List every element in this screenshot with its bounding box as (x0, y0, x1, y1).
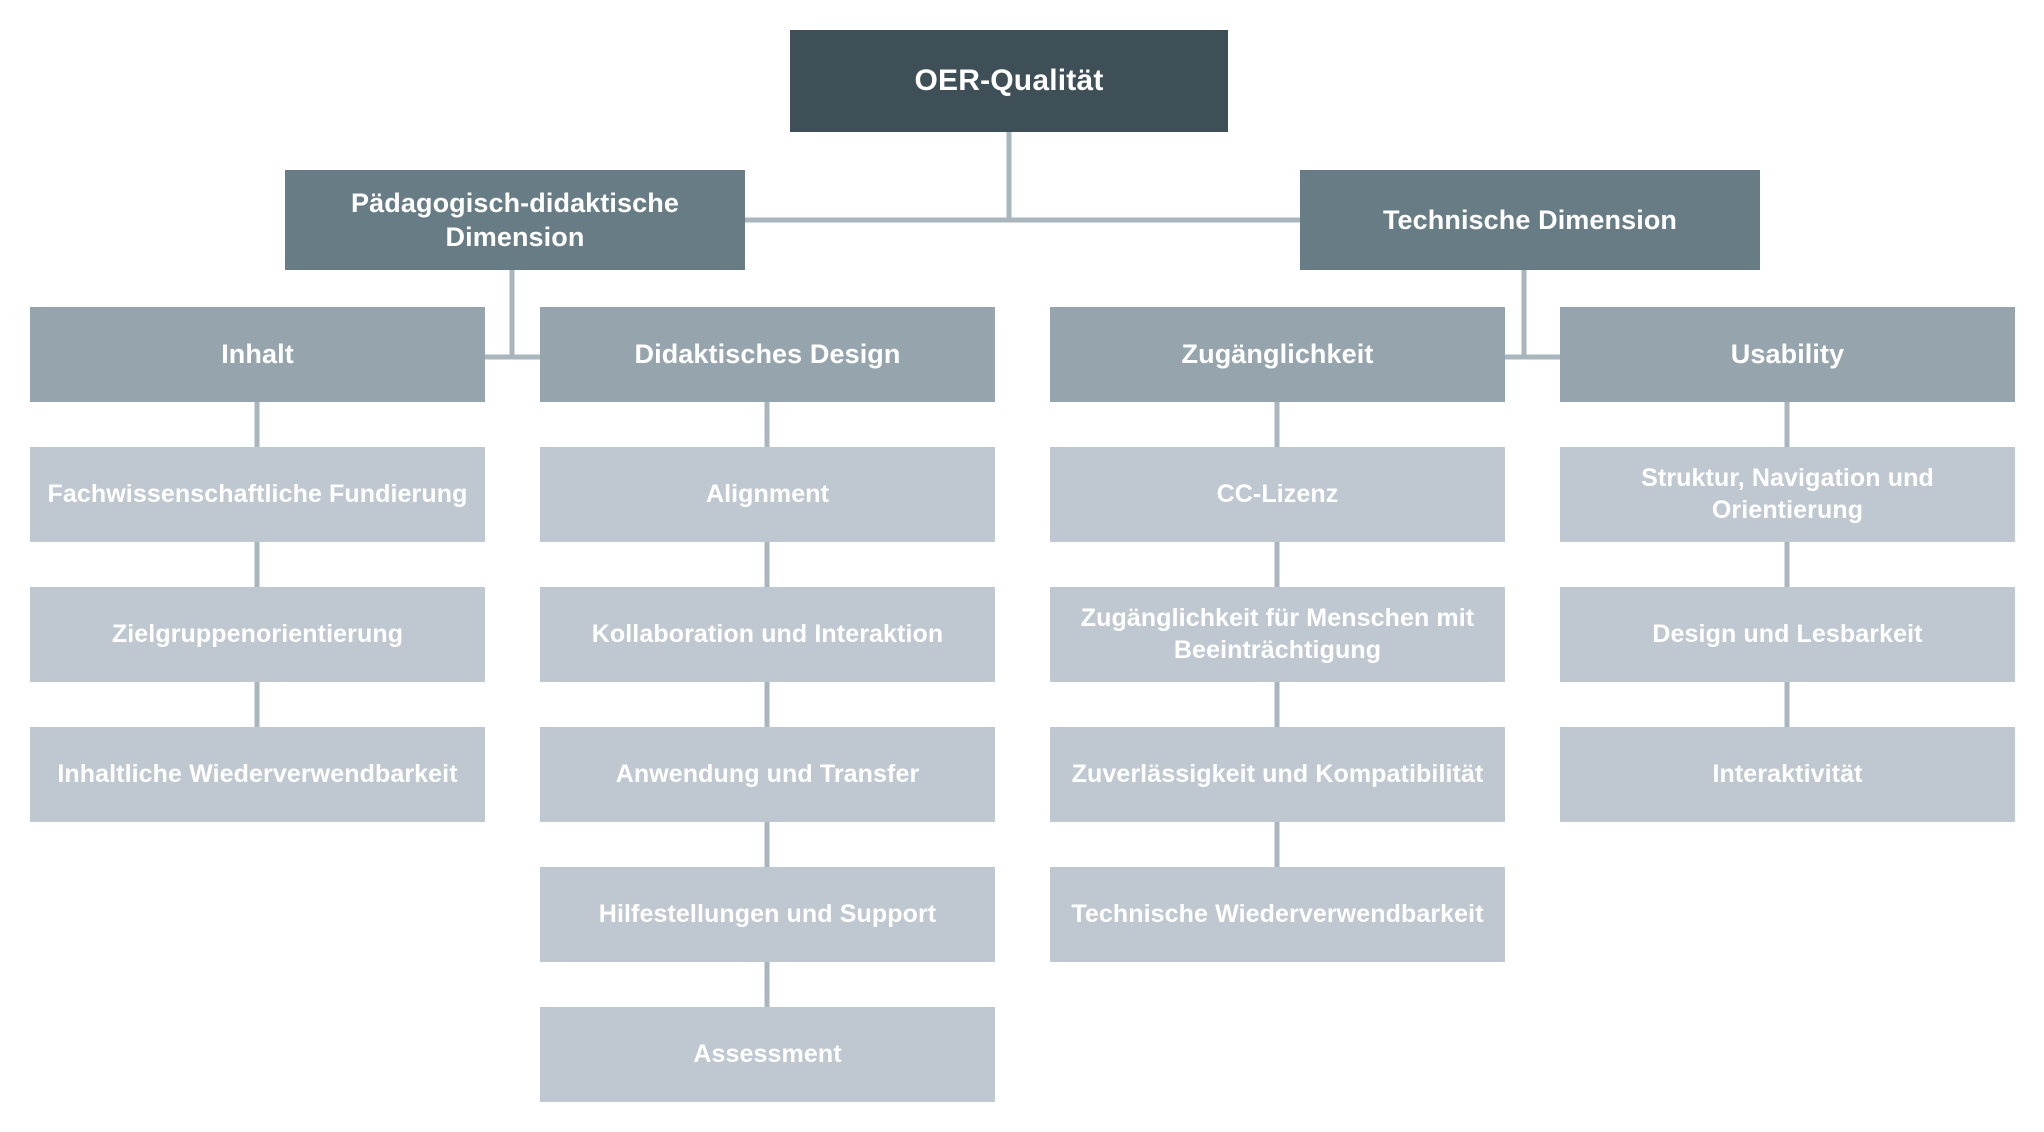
node-label: Inhaltliche Wiederverwendbarkeit (57, 759, 458, 788)
node-zuverlaessigkeit-und-kompatibilitaet[interactable]: Zuverlässigkeit und Kompatibilität (1050, 727, 1505, 822)
node-alignment[interactable]: Alignment (540, 447, 995, 542)
node-assessment[interactable]: Assessment (540, 1007, 995, 1102)
node-hilfestellungen-und-support[interactable]: Hilfestellungen und Support (540, 867, 995, 962)
node-label: OER-Qualität (914, 64, 1104, 98)
node-label: Interaktivität (1712, 759, 1863, 788)
node-label: Technische Dimension (1382, 204, 1678, 235)
node-label: Hilfestellungen und Support (598, 899, 937, 928)
node-zugaenglichkeit[interactable]: Zugänglichkeit (1050, 307, 1505, 402)
node-label: Inhalt (221, 339, 294, 370)
node-didaktisches-design[interactable]: Didaktisches Design (540, 307, 995, 402)
node-label: Alignment (705, 479, 830, 508)
node-label: Pädagogisch-didaktische Dimension (351, 187, 679, 252)
node-label: Technische Wiederverwendbarkeit (1071, 899, 1484, 928)
node-anwendung-und-transfer[interactable]: Anwendung und Transfer (540, 727, 995, 822)
node-technische-dimension[interactable]: Technische Dimension (1300, 170, 1760, 270)
node-label: Design und Lesbarkeit (1652, 619, 1923, 648)
node-design-und-lesbarkeit[interactable]: Design und Lesbarkeit (1560, 587, 2015, 682)
node-fachwissenschaftliche-fundierung[interactable]: Fachwissenschaftliche Fundierung (30, 447, 485, 542)
node-label: CC-Lizenz (1216, 479, 1339, 508)
node-label: Assessment (693, 1039, 842, 1068)
node-inhalt[interactable]: Inhalt (30, 307, 485, 402)
node-label: Anwendung und Transfer (615, 759, 920, 788)
node-zielgruppenorientierung[interactable]: Zielgruppenorientierung (30, 587, 485, 682)
node-usability[interactable]: Usability (1560, 307, 2015, 402)
node-label: Kollaboration und Interaktion (591, 619, 944, 648)
node-label: Struktur, Navigation und Orientierung (1641, 464, 1934, 524)
node-cc-lizenz[interactable]: CC-Lizenz (1050, 447, 1505, 542)
node-struktur-navigation-und-orientierung[interactable]: Struktur, Navigation und Orientierung (1560, 447, 2015, 542)
node-label: Zugänglichkeit für Menschen mit Beeinträ… (1080, 604, 1475, 664)
node-label: Zielgruppenorientierung (111, 619, 404, 648)
node-label: Fachwissenschaftliche Fundierung (47, 479, 468, 508)
node-label: Didaktisches Design (634, 339, 901, 370)
node-label: Zugänglichkeit (1181, 339, 1374, 370)
node-paedagogisch-didaktische-dimension[interactable]: Pädagogisch-didaktische Dimension (285, 170, 745, 270)
node-oer-qualitaet[interactable]: OER-Qualität (790, 30, 1228, 132)
node-technische-wiederverwendbarkeit[interactable]: Technische Wiederverwendbarkeit (1050, 867, 1505, 962)
node-kollaboration-und-interaktion[interactable]: Kollaboration und Interaktion (540, 587, 995, 682)
node-inhaltliche-wiederverwendbarkeit[interactable]: Inhaltliche Wiederverwendbarkeit (30, 727, 485, 822)
node-label: Usability (1730, 339, 1845, 370)
node-interaktivitaet[interactable]: Interaktivität (1560, 727, 2015, 822)
node-zugaenglichkeit-fuer-menschen-mit-beeintraechtigung[interactable]: Zugänglichkeit für Menschen mit Beeinträ… (1050, 587, 1505, 682)
node-label: Zuverlässigkeit und Kompatibilität (1071, 759, 1484, 788)
